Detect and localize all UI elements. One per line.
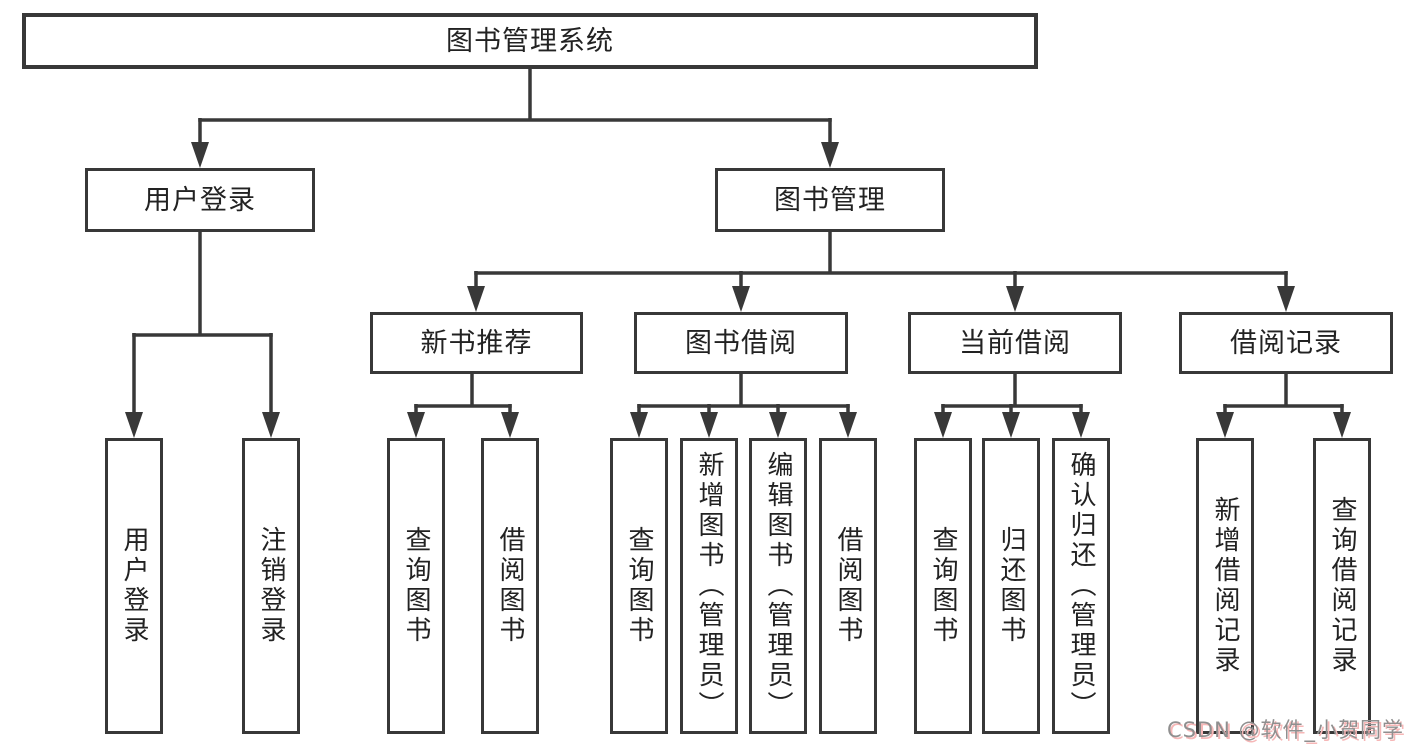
leaf-query-borrow-record: 查询借阅记录 (1313, 438, 1371, 734)
leaf-return-book-label: 归还图书 (996, 526, 1026, 646)
node-book-borrowing: 图书借阅 (634, 312, 848, 374)
node-new-book-recommend-label: 新书推荐 (420, 327, 533, 359)
leaf-borrow-books-2-label: 借阅图书 (833, 526, 863, 646)
leaf-user-login-label: 用户登录 (119, 526, 149, 646)
leaf-borrow-books-1-label: 借阅图书 (495, 526, 525, 646)
leaf-confirm-return-admin-label: 确认归还（管理员） (1066, 451, 1096, 721)
node-new-book-recommend: 新书推荐 (370, 312, 583, 374)
leaf-add-book-admin-label: 新增图书（管理员） (694, 451, 724, 721)
leaf-user-login: 用户登录 (105, 438, 163, 734)
node-borrow-records: 借阅记录 (1179, 312, 1393, 374)
node-root-label: 图书管理系统 (446, 25, 614, 57)
leaf-return-book: 归还图书 (982, 438, 1040, 734)
arrow-down-icons (125, 142, 1351, 438)
node-current-borrowing: 当前借阅 (908, 312, 1122, 374)
node-user-login-label: 用户登录 (144, 184, 256, 216)
leaf-add-book-admin: 新增图书（管理员） (680, 438, 738, 734)
leaf-confirm-return-admin: 确认归还（管理员） (1052, 438, 1110, 734)
node-borrow-records-label: 借阅记录 (1230, 327, 1342, 359)
leaf-edit-book-admin: 编辑图书（管理员） (749, 438, 807, 734)
leaf-query-books-2-label: 查询图书 (624, 526, 654, 646)
leaf-query-books-1: 查询图书 (387, 438, 445, 734)
leaf-query-books-3: 查询图书 (914, 438, 972, 734)
node-book-borrowing-label: 图书借阅 (685, 327, 797, 359)
leaf-query-books-1-label: 查询图书 (401, 526, 431, 646)
node-book-management-label: 图书管理 (774, 184, 886, 216)
leaf-add-borrow-record-label: 新增借阅记录 (1210, 496, 1240, 676)
leaf-query-borrow-record-label: 查询借阅记录 (1327, 496, 1357, 676)
leaf-add-borrow-record: 新增借阅记录 (1196, 438, 1254, 734)
watermark: CSDN @软件_小贺同学 (1166, 718, 1404, 742)
node-book-management: 图书管理 (715, 168, 945, 232)
leaf-query-books-2: 查询图书 (610, 438, 668, 734)
leaf-query-books-3-label: 查询图书 (928, 526, 958, 646)
node-current-borrowing-label: 当前借阅 (959, 327, 1071, 359)
leaf-logout: 注销登录 (242, 438, 300, 734)
node-user-login: 用户登录 (85, 168, 315, 232)
leaf-edit-book-admin-label: 编辑图书（管理员） (763, 451, 793, 721)
leaf-borrow-books-1: 借阅图书 (481, 438, 539, 734)
leaf-logout-label: 注销登录 (256, 526, 286, 646)
leaf-borrow-books-2: 借阅图书 (819, 438, 877, 734)
node-root: 图书管理系统 (22, 13, 1038, 69)
